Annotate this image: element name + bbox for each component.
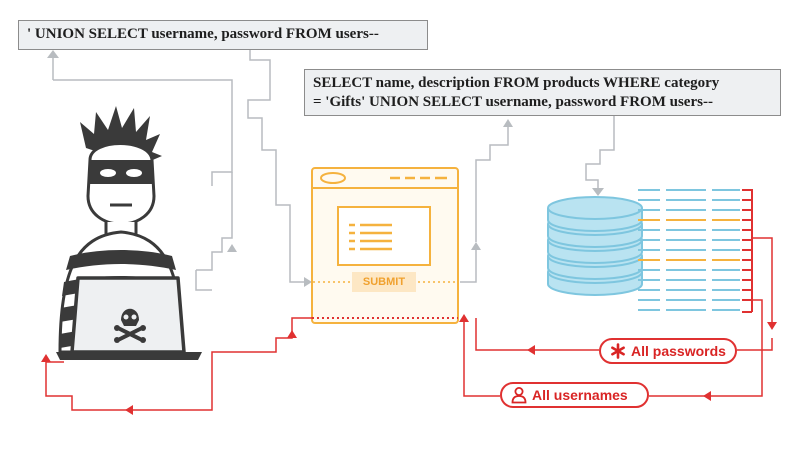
result-bracket [742,189,753,313]
browser-window [311,167,459,324]
all-usernames-badge: All usernames [500,382,649,408]
injection-query-box: ' UNION SELECT username, password FROM u… [18,20,428,50]
database-icon [547,196,643,296]
submit-button[interactable]: SUBMIT [352,272,416,292]
skull-crossbones-icon [114,308,146,343]
user-icon [511,387,527,404]
request-flow-lines [47,50,615,291]
all-passwords-label: All passwords [631,343,726,359]
all-passwords-badge: All passwords [599,338,737,364]
injection-query-text: ' UNION SELECT username, password FROM u… [27,26,379,42]
full-query-line-2: = 'Gifts' UNION SELECT username, passwor… [313,94,713,110]
full-query-line-1: SELECT name, description FROM products W… [313,75,720,91]
full-query-box: SELECT name, description FROM products W… [304,69,781,116]
all-usernames-label: All usernames [532,387,628,403]
data-rows [638,189,740,311]
result-flow-lines [41,237,777,415]
asterisk-icon [611,343,625,359]
